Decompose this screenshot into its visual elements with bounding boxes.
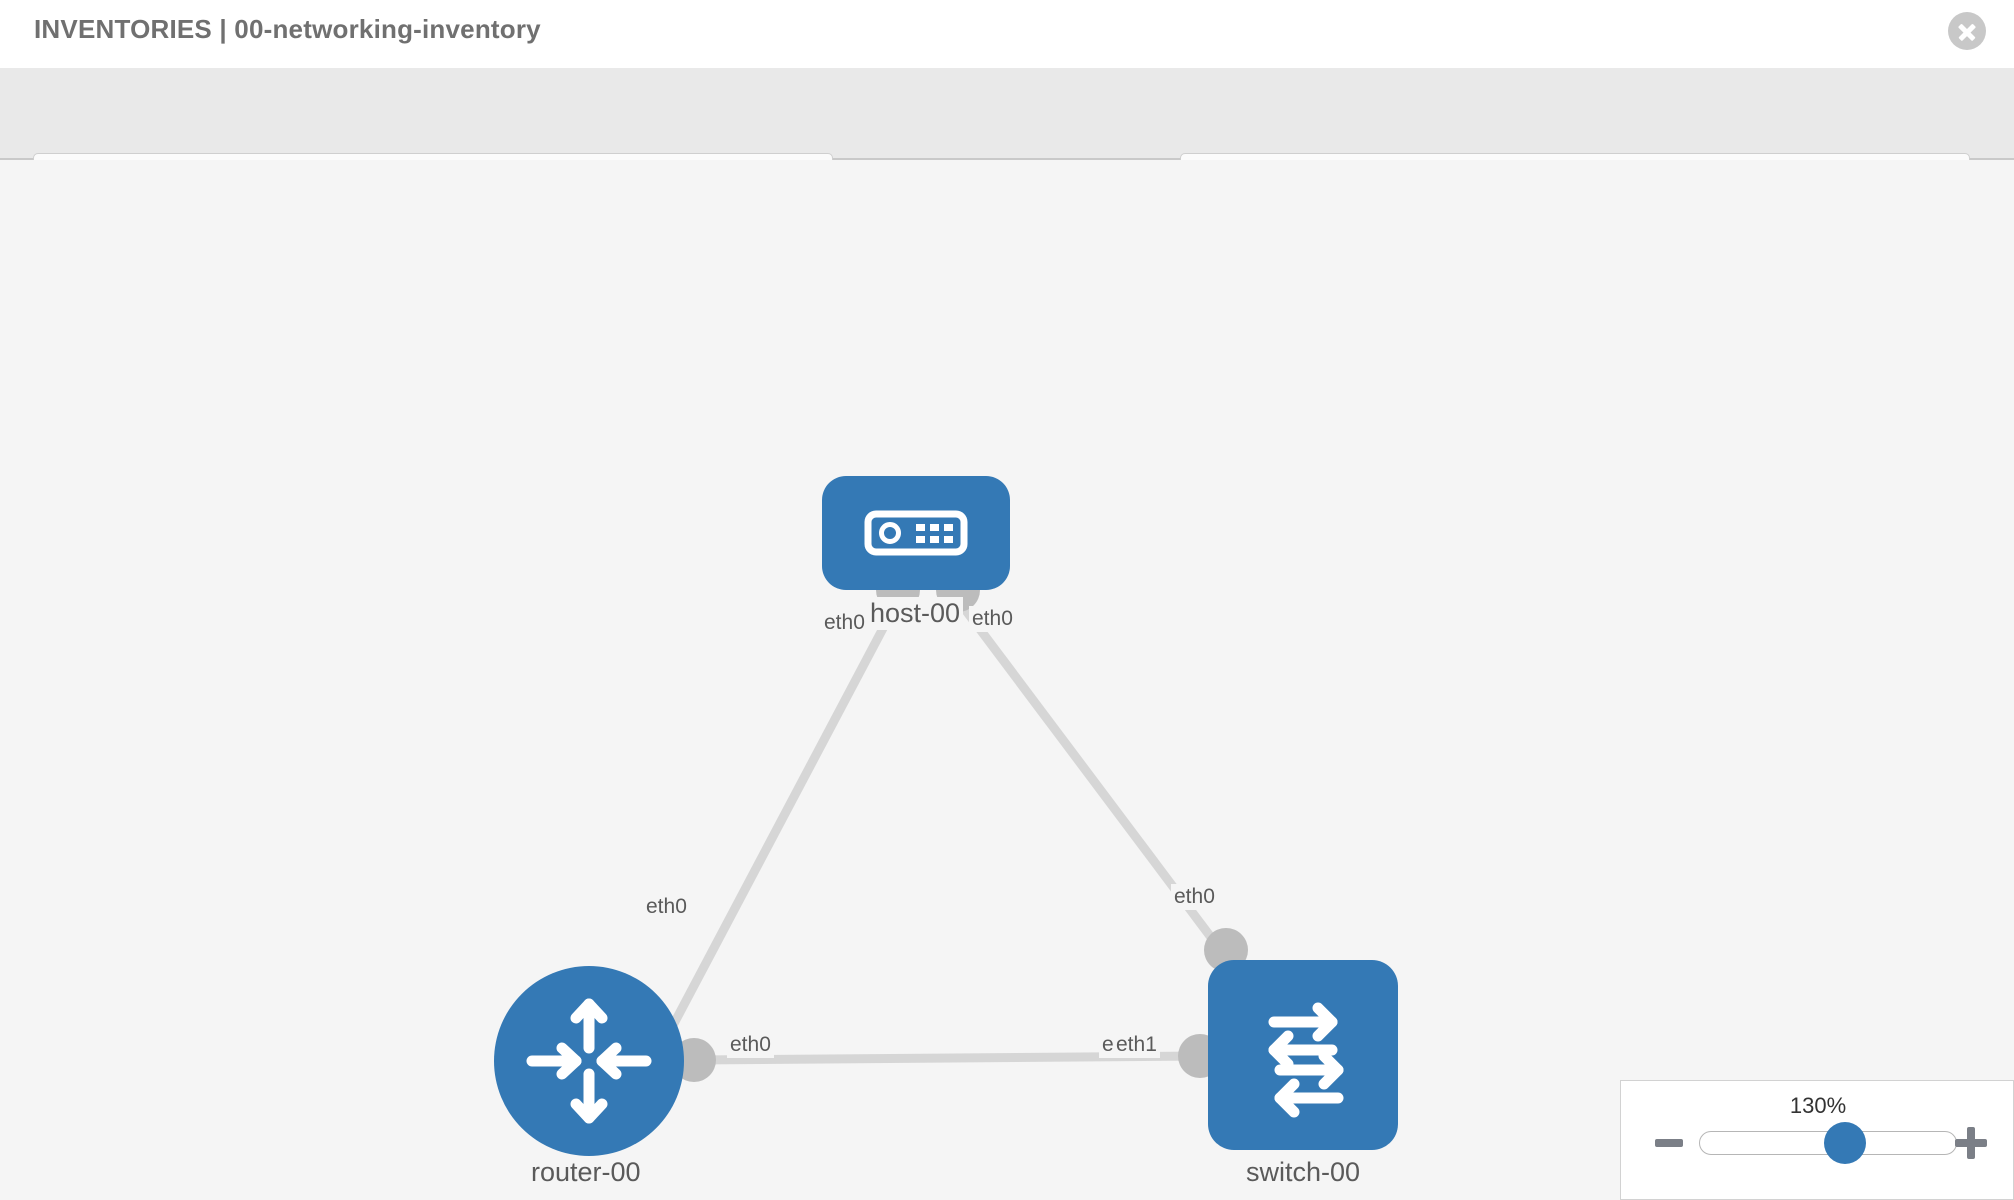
node-switch-00[interactable] <box>1208 960 1398 1150</box>
interface-label-router-to-host: eth0 <box>643 894 690 920</box>
zoom-control-panel: 130% <box>1620 1080 2014 1200</box>
close-icon[interactable] <box>1948 12 1986 50</box>
toolbar: ACTIONS SEARCH <box>0 68 2014 209</box>
interface-label-host-left: eth0 <box>821 610 868 636</box>
node-router-00[interactable] <box>494 966 684 1156</box>
page-title: INVENTORIES | 00-networking-inventory <box>34 14 541 44</box>
interface-label-host-right: eth0 <box>969 606 1016 632</box>
zoom-slider-thumb[interactable] <box>1824 1122 1867 1164</box>
zoom-out-button[interactable] <box>1655 1139 1683 1147</box>
interface-label-router-to-switch: eth0 <box>727 1032 774 1058</box>
server-icon <box>864 510 968 556</box>
zoom-in-button[interactable] <box>1955 1127 1987 1159</box>
node-label-switch-00: switch-00 <box>1243 1156 1364 1189</box>
zoom-level-value: 130% <box>1789 1093 1847 1118</box>
topology-canvas[interactable]: host-00 router-00 switch-00 eth0 eth0 et… <box>0 160 2014 1200</box>
node-label-router-00: router-00 <box>528 1156 644 1189</box>
switch-arrows-icon <box>1268 1002 1344 1118</box>
topology-edges <box>656 597 1232 1065</box>
node-label-host-00: host-00 <box>867 597 964 630</box>
page-header: INVENTORIES | 00-networking-inventory <box>0 0 2014 68</box>
interface-label-switch-to-host: eth0 <box>1171 884 1218 910</box>
edge-router-host <box>656 597 902 1053</box>
node-host-00[interactable] <box>822 476 1010 590</box>
router-arrows-icon <box>526 998 652 1124</box>
interface-label-switch-eth1: eth1 <box>1113 1032 1160 1058</box>
